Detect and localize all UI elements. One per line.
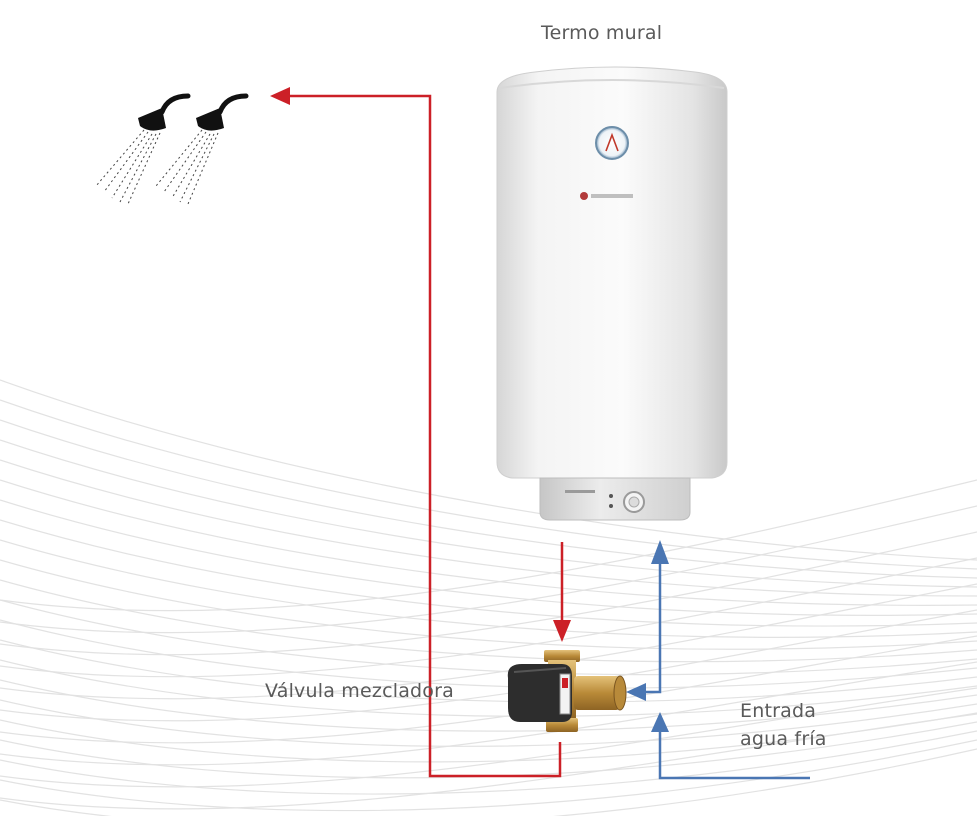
background-wave-line: [0, 748, 977, 816]
background-wave-line: [0, 639, 977, 703]
background-wave-line: [0, 583, 977, 700]
background-wave-line: [0, 505, 977, 634]
cold-water-inlet-label-line1: Entrada: [740, 700, 817, 722]
water-heater-label: Termo mural: [541, 22, 663, 44]
background-wave-line: [0, 379, 977, 561]
cold-water-pipe: [626, 540, 810, 780]
background-wave-line: [0, 557, 977, 678]
background-wave-line: [0, 439, 977, 588]
background-wave-line: [0, 713, 977, 810]
background-wave-line: [0, 659, 977, 717]
background-wave-line: [0, 579, 977, 663]
background-wave-line: [0, 479, 977, 612]
background-wave-line: [0, 619, 977, 689]
background-wave-line: [0, 661, 977, 766]
background-wave-line: [0, 559, 977, 650]
background-wave-line: [0, 519, 977, 627]
background-wave-line: [0, 635, 977, 744]
cold-water-inlet-label-line2: agua fría: [740, 728, 827, 750]
hot-water-pipe-to-valve: [553, 542, 571, 642]
background-wave-line: [0, 687, 977, 788]
background-wave-line: [0, 739, 977, 812]
brand-logo: [580, 192, 633, 200]
background-wave-line: [0, 399, 977, 570]
background-wave-line: [0, 721, 977, 779]
background-wave-line: [0, 599, 977, 676]
background-wave-line: [0, 539, 977, 638]
water-heater-icon: [496, 66, 728, 521]
background-waves: [0, 379, 977, 816]
background-wave-line: [0, 531, 977, 656]
background-wave-line: [0, 459, 977, 597]
shower-head-icon: [155, 93, 249, 205]
cold-water-inlet-label: Entrada agua fría: [740, 697, 860, 753]
background-wave-line: [0, 679, 977, 732]
background-wave-line: [0, 479, 977, 606]
hot-water-pipe: [270, 87, 562, 778]
background-wave-line: [0, 419, 977, 579]
mixing-valve-icon: [507, 650, 627, 732]
background-wave-line: [0, 699, 977, 747]
shower-head-icon: [95, 93, 191, 205]
mixing-valve-label: Válvula mezcladora: [265, 680, 454, 702]
thermometer-dial-icon: [595, 126, 629, 160]
background-wave-line: [0, 609, 977, 722]
background-wave-line: [0, 730, 977, 795]
